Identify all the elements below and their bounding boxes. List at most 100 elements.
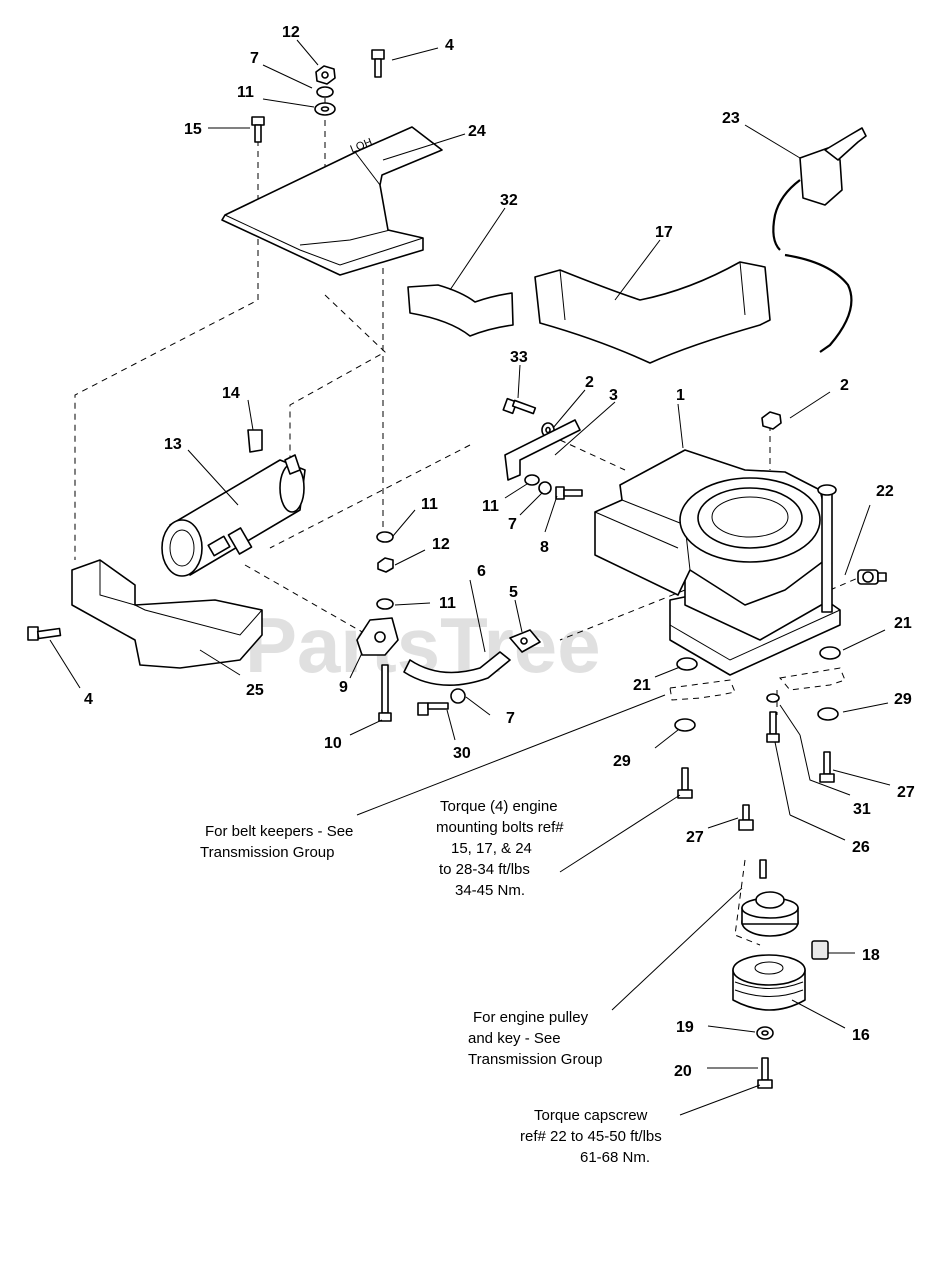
washer-29-left bbox=[674, 718, 696, 732]
leader-lines bbox=[49, 39, 891, 1116]
callout-8: 8 bbox=[540, 539, 549, 556]
callout-7-top: 7 bbox=[250, 50, 259, 67]
heat-shield-bracket-24: LOH bbox=[221, 126, 443, 276]
washer-21-right bbox=[819, 646, 841, 660]
callout-20: 20 bbox=[674, 1063, 692, 1080]
callout-labels: 12 4 7 11 15 24 23 32 17 33 2 3 1 2 14 1… bbox=[84, 24, 915, 1080]
svg-text:mounting bolts ref#: mounting bolts ref# bbox=[436, 819, 564, 836]
note-torque-engine: Torque (4) engine mounting bolts ref# 15… bbox=[436, 798, 564, 899]
callout-11-mid: 11 bbox=[482, 498, 499, 515]
gasket-9 bbox=[356, 617, 399, 656]
callout-3: 3 bbox=[609, 387, 618, 404]
callout-5: 5 bbox=[509, 584, 518, 601]
bracket-18 bbox=[811, 940, 829, 960]
svg-text:Transmission Group: Transmission Group bbox=[200, 844, 335, 861]
callout-11-center-bottom: 11 bbox=[439, 595, 456, 612]
callout-31: 31 bbox=[853, 801, 871, 818]
callout-21-left: 21 bbox=[633, 677, 651, 694]
washer-11-center-b bbox=[376, 598, 394, 610]
bolt-27-right bbox=[819, 751, 835, 783]
callout-6: 6 bbox=[477, 563, 486, 580]
bolt-27-lower bbox=[738, 804, 754, 831]
callout-30: 30 bbox=[453, 745, 471, 762]
bolt-33 bbox=[502, 397, 537, 415]
callout-9: 9 bbox=[339, 679, 348, 696]
callout-27-right: 27 bbox=[897, 784, 915, 801]
callout-16: 16 bbox=[852, 1027, 870, 1044]
washer-19 bbox=[756, 1026, 774, 1040]
bolt-10 bbox=[378, 664, 392, 722]
callout-11-top: 11 bbox=[237, 84, 254, 101]
washer-31 bbox=[766, 693, 780, 703]
washer-29-right bbox=[817, 707, 839, 721]
callout-21-right: 21 bbox=[894, 615, 912, 632]
callout-23: 23 bbox=[722, 110, 740, 127]
lock-washer-7-mid bbox=[538, 481, 552, 495]
fitting-22 bbox=[857, 569, 887, 585]
callout-11-center-top: 11 bbox=[421, 496, 438, 513]
washer-11-top bbox=[314, 102, 336, 116]
callout-22: 22 bbox=[876, 483, 894, 500]
throttle-control-23 bbox=[772, 127, 867, 353]
callout-25: 25 bbox=[246, 682, 264, 699]
callout-17: 17 bbox=[655, 224, 673, 241]
lock-washer-7-low bbox=[450, 688, 466, 704]
bolt-27-left bbox=[677, 767, 693, 799]
svg-text:For engine pulley: For engine pulley bbox=[473, 1009, 589, 1026]
callout-32: 32 bbox=[500, 192, 518, 209]
callout-1: 1 bbox=[676, 387, 685, 404]
nut-2-right bbox=[761, 411, 782, 430]
heat-shield-25 bbox=[71, 559, 263, 669]
engine-1 bbox=[594, 449, 841, 676]
foam-block-32 bbox=[407, 284, 514, 337]
belt-keeper-left bbox=[669, 679, 736, 701]
callout-4-left: 4 bbox=[84, 691, 93, 708]
svg-text:to 28-34 ft/lbs: to 28-34 ft/lbs bbox=[439, 861, 530, 878]
callout-29-left: 29 bbox=[613, 753, 631, 770]
svg-text:Torque capscrew: Torque capscrew bbox=[534, 1107, 648, 1124]
muffler-13 bbox=[161, 454, 306, 577]
callout-24: 24 bbox=[468, 123, 486, 140]
engine-pulley bbox=[741, 891, 799, 937]
gasket-5 bbox=[509, 629, 541, 653]
svg-text:For belt keepers - See: For belt keepers - See bbox=[205, 823, 353, 840]
callout-15: 15 bbox=[184, 121, 202, 138]
svg-text:Transmission Group: Transmission Group bbox=[468, 1051, 603, 1068]
bolt-4-left bbox=[27, 626, 62, 641]
svg-text:61-68 Nm.: 61-68 Nm. bbox=[580, 1149, 650, 1166]
nut-12-top bbox=[315, 65, 336, 85]
note-torque-capscrew: Torque capscrew ref# 22 to 45-50 ft/lbs … bbox=[520, 1107, 662, 1166]
note-belt-keepers: For belt keepers - See Transmission Grou… bbox=[200, 823, 353, 861]
nut-12-center bbox=[377, 557, 394, 573]
bolt-4-top bbox=[371, 49, 385, 78]
callout-26: 26 bbox=[852, 839, 870, 856]
pto-clutch-16 bbox=[732, 954, 806, 1011]
callout-7-low: 7 bbox=[506, 710, 515, 727]
bolt-15 bbox=[251, 116, 265, 143]
callout-13: 13 bbox=[164, 436, 182, 453]
washer-11-center-a bbox=[376, 531, 394, 543]
callout-33: 33 bbox=[510, 349, 528, 366]
callout-19: 19 bbox=[676, 1019, 694, 1036]
bolt-8 bbox=[555, 486, 583, 500]
svg-text:Torque (4) engine: Torque (4) engine bbox=[440, 798, 558, 815]
svg-text:and key - See: and key - See bbox=[468, 1030, 561, 1047]
callout-2-left: 2 bbox=[585, 374, 594, 391]
pulley-key bbox=[759, 859, 767, 879]
callout-4-top: 4 bbox=[445, 37, 454, 54]
exhaust-tube-6 bbox=[403, 651, 511, 686]
bolt-30 bbox=[417, 702, 449, 716]
callout-18: 18 bbox=[862, 947, 880, 964]
note-engine-pulley: For engine pulley and key - See Transmis… bbox=[468, 1009, 603, 1068]
callout-12-top: 12 bbox=[282, 24, 300, 41]
callout-12-center: 12 bbox=[432, 536, 450, 553]
callout-10: 10 bbox=[324, 735, 342, 752]
lock-washer-7-top bbox=[316, 86, 334, 98]
callout-14: 14 bbox=[222, 385, 240, 402]
svg-text:ref# 22 to 45-50 ft/lbs: ref# 22 to 45-50 ft/lbs bbox=[520, 1128, 662, 1145]
clip-14 bbox=[247, 429, 263, 453]
callout-29-right: 29 bbox=[894, 691, 912, 708]
capscrew-20 bbox=[757, 1057, 773, 1089]
foam-block-17 bbox=[534, 261, 771, 364]
